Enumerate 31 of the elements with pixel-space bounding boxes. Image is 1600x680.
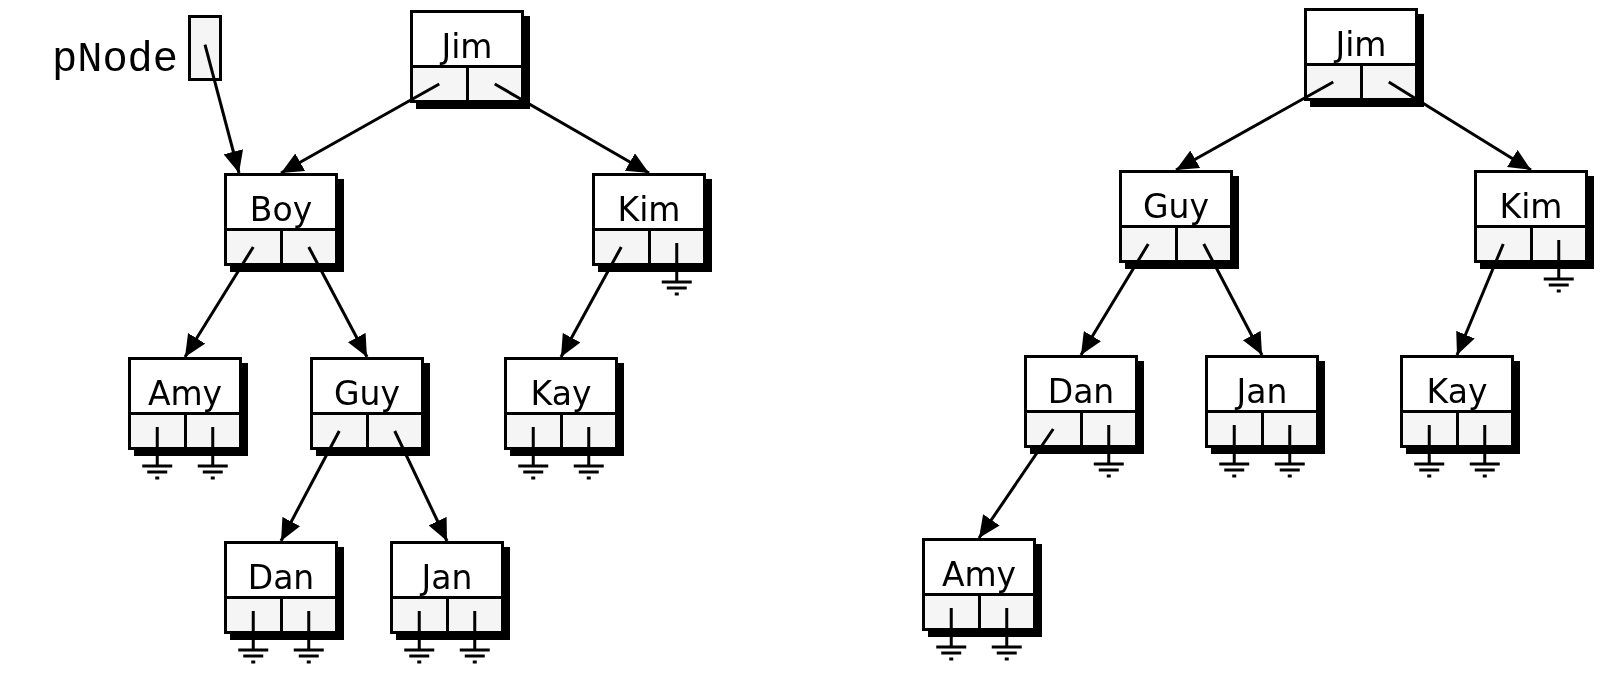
node-name: Jim — [1335, 27, 1387, 63]
arrow — [183, 246, 255, 358]
node-name: Boy — [249, 192, 313, 228]
arrow — [1202, 243, 1264, 356]
arrow — [280, 82, 440, 175]
arrow — [1175, 80, 1334, 172]
arrow — [1387, 80, 1532, 172]
arrow — [393, 430, 449, 542]
node-name: Kim — [617, 192, 681, 228]
node-name: Jan — [421, 560, 473, 596]
pointer-box — [188, 15, 222, 81]
node-name: Jan — [1236, 374, 1288, 410]
arrow — [977, 428, 1055, 539]
arrow — [494, 82, 650, 175]
node-name: Dan — [1047, 374, 1115, 410]
arrow — [279, 430, 341, 542]
node-name: Dan — [247, 560, 315, 596]
arrow — [1455, 243, 1505, 356]
arrow — [1079, 243, 1150, 356]
arrow — [203, 44, 244, 174]
node-name: Kay — [1426, 374, 1488, 410]
node-name: Jim — [441, 29, 493, 65]
node-name: Kay — [530, 376, 592, 412]
node-name: Amy — [147, 376, 223, 412]
node-name: Amy — [941, 557, 1017, 593]
node-name: Guy — [334, 376, 400, 412]
node-name: Guy — [1143, 189, 1209, 225]
arrow — [559, 246, 623, 358]
variable-name: pNode — [51, 37, 178, 83]
node-name: Kim — [1499, 189, 1563, 225]
arrow — [307, 246, 369, 358]
